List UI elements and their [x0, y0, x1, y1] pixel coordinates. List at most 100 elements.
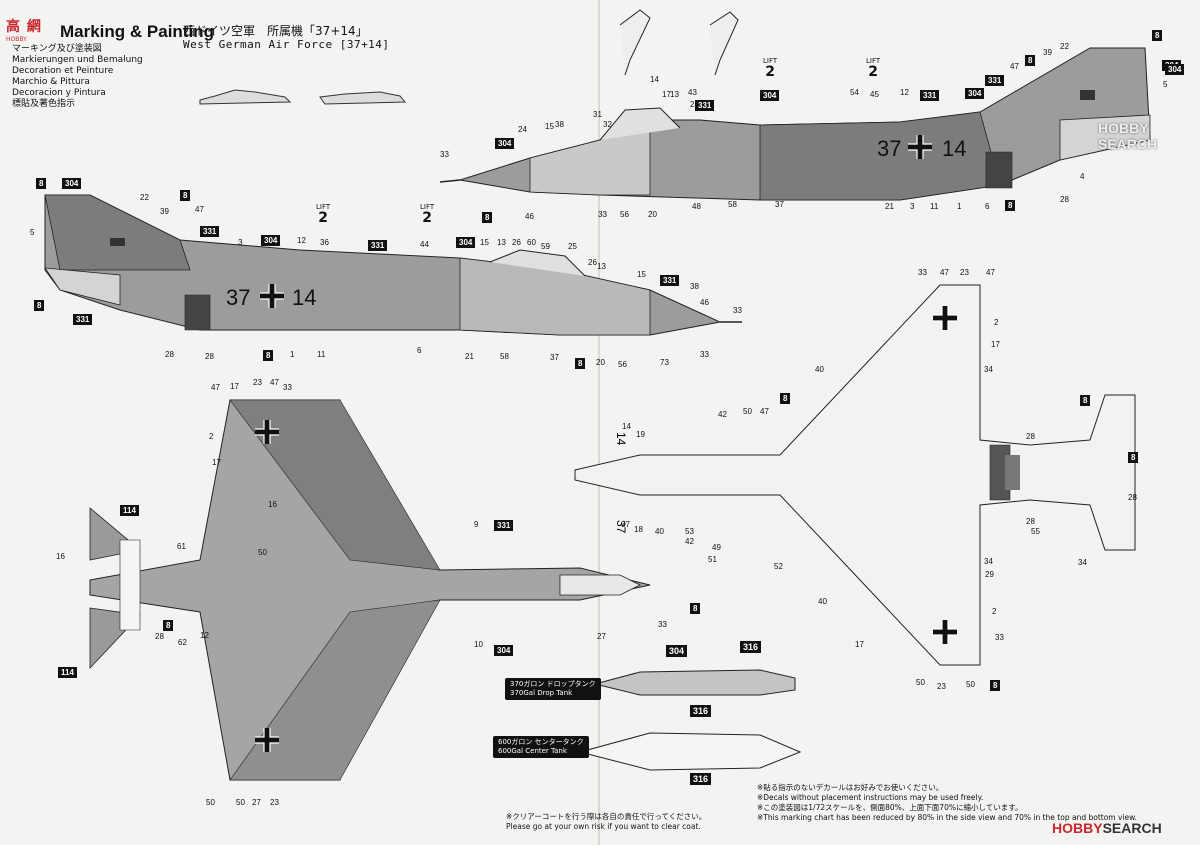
lang-es: Decoracion y Pintura: [12, 88, 106, 98]
bottom-view: 14 37: [574, 284, 1136, 666]
wm-hobby: HOBBY: [1052, 820, 1103, 836]
decal-callout: 38: [690, 282, 699, 291]
decal-callout: 114: [120, 505, 139, 516]
drop-tank-jp: 370ガロン ドロップタンク: [510, 680, 596, 688]
decal-callout: 10: [474, 640, 483, 649]
bottom-serial-2: 37: [614, 520, 628, 534]
drop-tank-en: 370Gal Drop Tank: [510, 689, 573, 697]
decal-callout: 8: [1005, 200, 1016, 211]
decal-callout: 33: [995, 633, 1004, 642]
decal-callout: 28: [165, 350, 174, 359]
decal-callout: 8: [990, 680, 1001, 691]
decal-callout: 15: [545, 122, 554, 131]
center-tank-jp: 600ガロン センタータンク: [498, 738, 584, 746]
decal-callout: 16: [56, 552, 65, 561]
decal-callout: 39: [160, 207, 169, 216]
decal-callout: 51: [708, 555, 717, 564]
lift-label: LIFT: [763, 57, 778, 65]
decal-callout: 8: [575, 358, 586, 369]
decal-callout: 2: [994, 318, 999, 327]
decal-callout: 8: [1080, 395, 1091, 406]
decal-callout: 33: [918, 268, 927, 277]
decal-callout: 23: [960, 268, 969, 277]
decal-callout: 331: [985, 75, 1005, 86]
decal-callout: 26: [690, 100, 699, 109]
decal-callout: 5: [30, 228, 35, 237]
tank-decal-left: 304: [666, 645, 688, 657]
clear-coat-en: Please go at your own risk if you want t…: [506, 822, 701, 831]
decal-callout: 304: [760, 90, 780, 101]
lang-jp: マーキング及び塗装図: [12, 44, 102, 54]
tank-decal-center: 316: [690, 773, 712, 785]
decal-callout: 13: [670, 90, 679, 99]
decal-callout: 44: [420, 240, 429, 249]
decal-callout: 48: [692, 202, 701, 211]
lift-num: 2: [318, 210, 328, 226]
notes: ※貼る指示のないデカールはお好みでお使いください。 ※Decals withou…: [757, 783, 1137, 823]
decal-callout: 331: [660, 275, 680, 286]
decal-callout: 331: [695, 100, 715, 111]
note-jp-2: ※この塗装図は1/72スケールを、側面80%、上面下面70%に縮小しています。: [757, 803, 1023, 812]
decal-callout: 33: [598, 210, 607, 219]
decal-callout: 304: [456, 237, 476, 248]
decal-callout: 21: [465, 352, 474, 361]
decal-callout: 33: [658, 620, 667, 629]
decal-callout: 22: [1060, 42, 1069, 51]
decal-callout: 50: [236, 798, 245, 807]
lang-cn: 標貼及著色指示: [12, 99, 76, 109]
decal-callout: 50: [206, 798, 215, 807]
decal-callout: 6: [985, 202, 990, 211]
decal-callout: 17: [212, 458, 221, 467]
lift-num: 2: [868, 64, 878, 80]
decal-callout: 20: [596, 358, 605, 367]
lift-label: LIFT: [866, 57, 881, 65]
decal-callout: 22: [140, 193, 149, 202]
decal-callout: 23: [253, 378, 262, 387]
decal-callout: 28: [1026, 517, 1035, 526]
note-en-2: ※This marking chart has been reduced by …: [757, 813, 1137, 822]
decal-callout: 26: [512, 238, 521, 247]
decal-callout: 62: [178, 638, 187, 647]
decal-callout: 14: [650, 75, 659, 84]
decal-callout: 331: [368, 240, 388, 251]
decal-callout: 8: [482, 212, 493, 223]
decal-callout: 8: [263, 350, 274, 361]
decal-callout: 5: [1163, 80, 1168, 89]
decal-callout: 114: [58, 667, 77, 678]
decal-callout: 23: [270, 798, 279, 807]
decal-callout: 8: [1128, 452, 1139, 463]
decal-callout: 58: [500, 352, 509, 361]
section-title: Marking & Painting: [60, 22, 214, 41]
lift-label: LIFT: [420, 203, 435, 211]
decal-callout: 12: [297, 236, 306, 245]
decal-callout: 50: [916, 678, 925, 687]
decal-callout: 56: [618, 360, 627, 369]
decal-callout: 28: [1128, 493, 1137, 502]
decal-callout: 40: [818, 597, 827, 606]
decal-callout: 304: [1165, 64, 1185, 75]
decal-callout: 304: [62, 178, 82, 189]
wm-search: SEARCH: [1102, 820, 1162, 836]
decal-callout: 36: [320, 238, 329, 247]
decal-callout: 8: [34, 300, 45, 311]
decal-callout: 18: [634, 525, 643, 534]
decal-callout: 331: [920, 90, 940, 101]
decal-callout: 3: [910, 202, 915, 211]
decal-callout: 47: [270, 378, 279, 387]
decal-callout: 8: [780, 393, 791, 404]
decal-callout: 42: [685, 537, 694, 546]
decal-callout: 38: [555, 120, 564, 129]
decal-callout: 46: [700, 298, 709, 307]
decal-callout: 28: [1060, 195, 1069, 204]
center-tank-en: 600Gal Center Tank: [498, 747, 567, 755]
bottom-serial-1: 14: [614, 432, 628, 446]
decal-callout: 46: [525, 212, 534, 221]
lift-num: 2: [765, 64, 775, 80]
decal-callout: 47: [211, 383, 220, 392]
